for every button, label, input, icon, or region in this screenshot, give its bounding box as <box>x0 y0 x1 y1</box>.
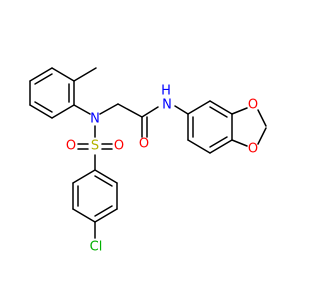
bond <box>257 127 267 145</box>
bond <box>141 106 159 118</box>
bond <box>94 208 118 223</box>
dioxole-oxygen-top: O <box>248 98 258 113</box>
bond <box>72 169 96 184</box>
sulfonyl-oxygen-right: O <box>114 139 124 154</box>
bond <box>231 107 248 115</box>
bond <box>187 100 211 115</box>
benzodioxole <box>187 100 267 154</box>
bond <box>29 104 53 119</box>
bond <box>174 105 189 115</box>
bond <box>34 101 53 113</box>
bond <box>209 136 228 148</box>
sulfonamide-nitrogen: N <box>90 112 100 127</box>
bond <box>231 139 248 147</box>
bond <box>29 67 53 82</box>
carbonyl-oxygen: O <box>139 137 149 152</box>
bond <box>34 73 53 85</box>
amide-hydrogen: H <box>161 84 171 99</box>
methyl-bond <box>73 67 97 82</box>
amide-nitrogen: N <box>162 98 172 113</box>
bond <box>94 169 118 184</box>
bond <box>117 103 143 118</box>
molecule-diagram: N S O O O N H O O Cl <box>29 67 267 255</box>
bond <box>51 104 75 119</box>
sulfonyl-oxygen-left: O <box>66 139 76 154</box>
bond <box>94 175 113 187</box>
chlorine-atom: Cl <box>90 240 103 255</box>
bond <box>51 67 75 82</box>
bond <box>209 139 233 154</box>
bond <box>73 104 91 115</box>
sulfur-atom: S <box>91 139 99 154</box>
dioxole-oxygen-bottom: O <box>248 142 258 157</box>
bond <box>209 106 228 118</box>
chlorophenyl-ring <box>72 169 118 239</box>
bond <box>187 139 211 154</box>
bond <box>94 205 113 217</box>
bond <box>99 103 119 115</box>
bond <box>72 208 96 223</box>
atom-labels: N S O O O N H O O Cl <box>66 84 258 255</box>
bond <box>209 100 233 115</box>
bond <box>257 109 267 127</box>
tolyl-ring <box>29 67 97 119</box>
